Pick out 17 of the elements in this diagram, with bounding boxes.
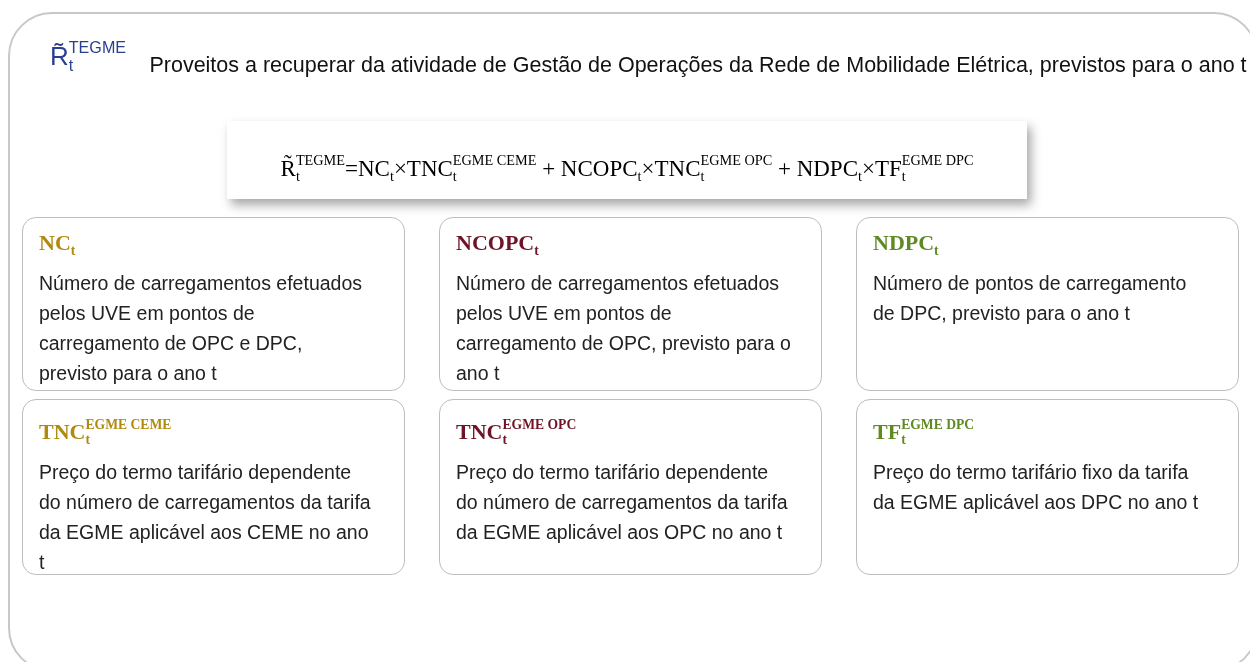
term-description: Número de carregamentos efetuados pelos UVE em pontos de carregamento de OPC e DPC, previsto para o ano t bbox=[39, 270, 364, 386]
definition-card bbox=[22, 217, 405, 391]
term-description: Preço do termo tarifário dependente do número de carregamentos da tarifa da EGME aplicável aos CEME no ano t bbox=[39, 460, 372, 575]
definition-card bbox=[22, 399, 405, 575]
definition-card bbox=[439, 217, 822, 391]
definition-card bbox=[856, 217, 1239, 391]
term-description: Preço do termo tarifário fixo da tarifa da EGME aplicável aos DPC no ano t bbox=[873, 460, 1200, 515]
heading-text: Proveitos a recuperar da atividade de Gestão de Operações da Rede de Mobilidade Elétrica, previstos para o ano t bbox=[148, 52, 1248, 79]
term-symbol: NCOPC$_{t}$ bbox=[456, 230, 539, 260]
panel-background bbox=[8, 12, 1250, 662]
term-symbol: NC$_{t}$ bbox=[39, 230, 76, 260]
definition-card bbox=[439, 399, 822, 575]
term-description: Número de pontos de carregamento de DPC, previsto para o ano t bbox=[873, 270, 1188, 326]
term-description: Número de carregamentos efetuados pelos UVE em pontos de carregamento de OPC, previsto para o ano t bbox=[456, 270, 791, 386]
term-symbol: NDPC$_{t}$ bbox=[873, 230, 939, 260]
term-description: Preço do termo tarifário dependente do número de carregamentos da tarifa da EGME aplicável aos OPC no ano t bbox=[456, 460, 789, 545]
definition-card bbox=[856, 399, 1239, 575]
